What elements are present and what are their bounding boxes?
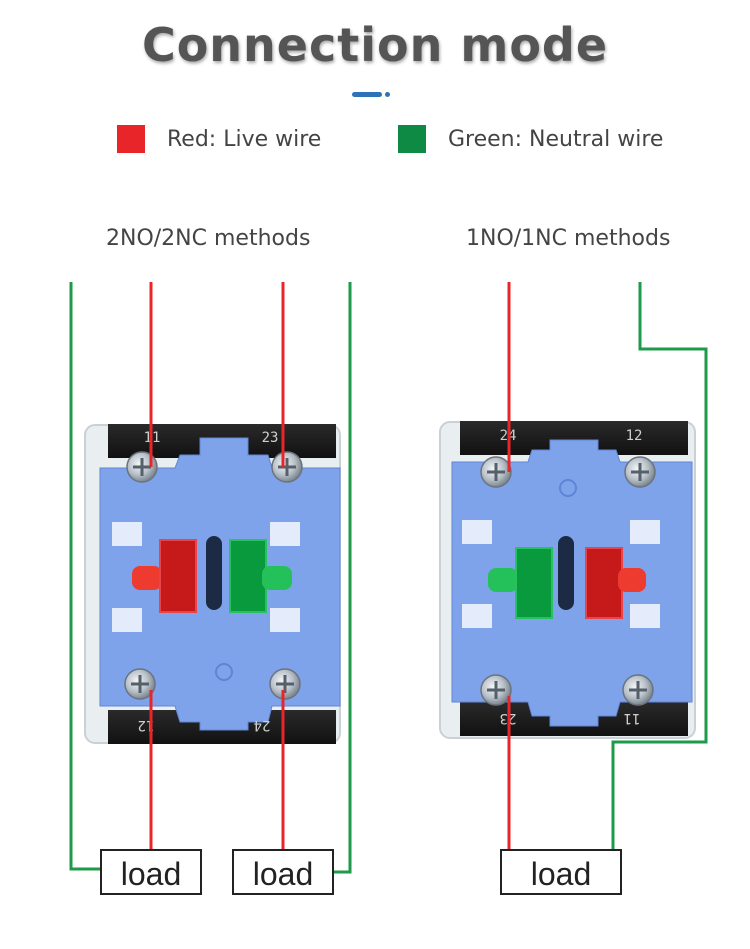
screw-icon [269, 668, 301, 700]
screw-icon [271, 451, 303, 483]
method-label-2no2nc: 2NO/2NC methods [106, 226, 311, 251]
legend-label-live: Red: Live wire [167, 126, 322, 152]
screw-icon [480, 456, 512, 488]
screw-icon [622, 674, 654, 706]
load-label: load [121, 856, 182, 892]
terminal-label: 11 [624, 710, 641, 726]
red-contact [159, 539, 197, 613]
load-label: load [531, 856, 592, 892]
page-title: Connection mode [141, 18, 609, 72]
red-contact [585, 547, 623, 619]
legend-item-live: Red: Live wire [117, 124, 321, 154]
terminal-label: 23 [262, 430, 279, 446]
load-box [232, 849, 334, 895]
green-contact [229, 539, 267, 613]
diagram-1no1nc: 24 12 23 11 load [439, 282, 708, 895]
legend-item-neutral: Green: Neutral wire [398, 124, 663, 154]
terminal-label: 12 [626, 428, 643, 444]
screw-icon [624, 456, 656, 488]
screw-icon [480, 674, 512, 706]
red-swatch-icon [117, 125, 145, 153]
switch-block-left: 11 23 12 24 [84, 424, 341, 744]
diagram-2no2nc: 11 23 12 24 load load [69, 282, 352, 895]
terminal-label: 24 [254, 717, 271, 733]
switch-block-right: 24 12 23 11 [439, 421, 696, 739]
screw-icon [124, 668, 156, 700]
method-label-1no1nc: 1NO/1NC methods [466, 226, 671, 251]
green-swatch-icon [398, 125, 426, 153]
load-box [100, 849, 202, 895]
title-accent-dot [385, 92, 390, 97]
neutral-wire-right [333, 282, 352, 874]
neutral-wire-left [69, 282, 101, 871]
load-box [500, 849, 622, 895]
title-accent-dash [352, 92, 382, 97]
green-contact [515, 547, 553, 619]
load-label: load [253, 856, 314, 892]
legend-label-neutral: Green: Neutral wire [448, 126, 664, 152]
